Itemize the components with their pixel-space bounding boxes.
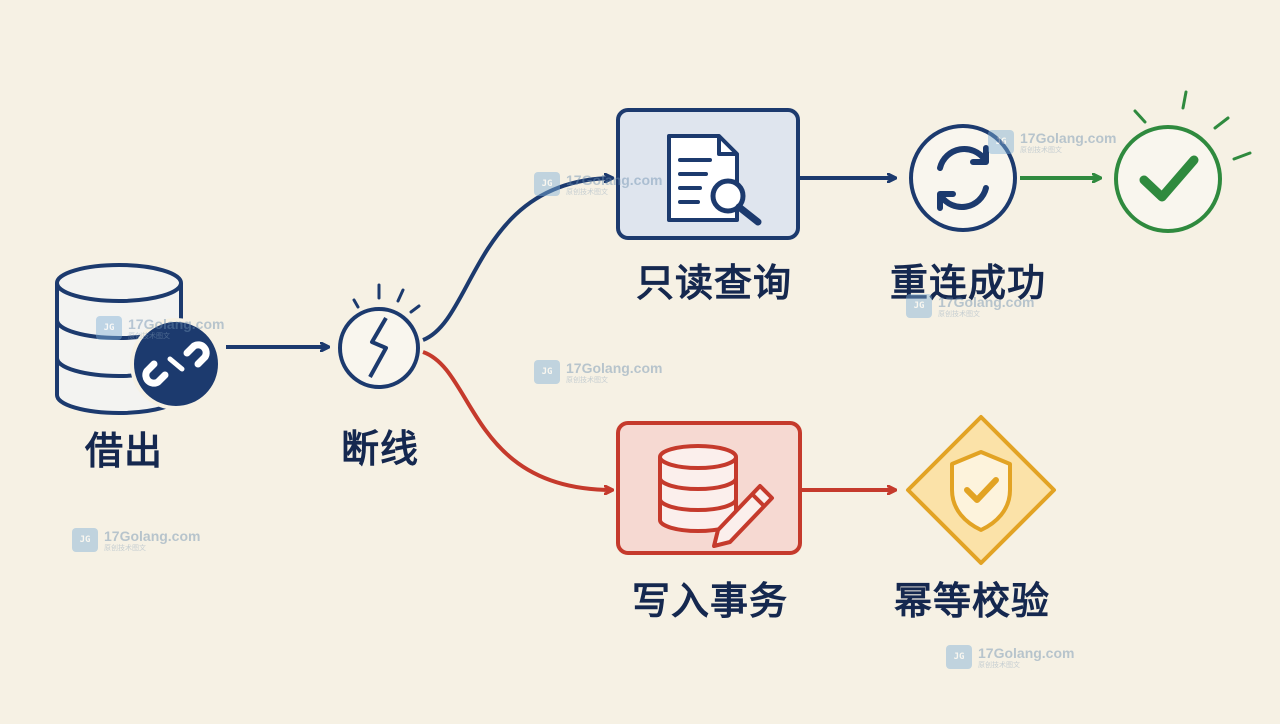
node-label-borrow: 借出 xyxy=(84,429,163,473)
lightning-break-icon xyxy=(338,283,421,389)
node-label-idempotent: 幂等校验 xyxy=(893,579,1050,623)
node-label-write: 写入事务 xyxy=(631,579,788,623)
database-edit-icon xyxy=(616,421,802,555)
document-search-icon xyxy=(616,108,800,240)
node-label-readonly: 只读查询 xyxy=(635,261,792,305)
refresh-icon xyxy=(909,124,1017,232)
database-broken-link-icon xyxy=(55,263,222,415)
arrow-disconnect-to-readonly xyxy=(422,178,612,342)
shield-check-icon xyxy=(906,415,1056,565)
node-label-reconnect: 重连成功 xyxy=(889,261,1046,305)
arrow-disconnect-to-write xyxy=(422,350,612,490)
node-label-disconnect: 断线 xyxy=(340,427,419,471)
check-circle-icon xyxy=(1114,90,1252,233)
